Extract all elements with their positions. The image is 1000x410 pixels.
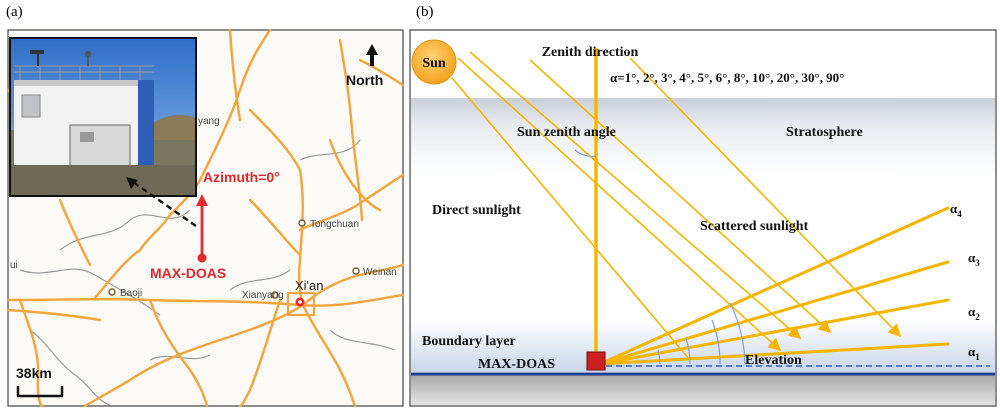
city-yang: yang [198, 116, 220, 127]
panel-a-map: Tongchuan Weinan Xianyang Baoji yang ui … [6, 28, 405, 408]
city-ui: ui [10, 260, 18, 271]
map-boundaries [19, 139, 396, 406]
city-xianyang: Xianyang [242, 290, 284, 301]
maxdoas-label-a: MAX-DOAS [150, 265, 226, 281]
alpha-list-label: α=1°, 2°, 3°, 4°, 5°, 6°, 8°, 10°, 20°, … [610, 70, 844, 85]
maxdoas-site-dot [197, 253, 207, 263]
scale-bar [16, 386, 64, 398]
stratosphere-label: Stratosphere [786, 125, 863, 140]
scattered-rays [598, 206, 950, 366]
city-xian: Xi'an [295, 278, 324, 293]
scale-label: 38km [16, 365, 52, 381]
panel-b-label: (b) [416, 4, 434, 20]
elevation-label: Elevation [745, 353, 802, 368]
city-markers [108, 219, 360, 299]
zenith-direction-label: Zenith direction [542, 45, 639, 60]
ground [411, 374, 995, 405]
photo-pointer-arrow [129, 179, 197, 227]
sun-zenith-angle-label: Sun zenith angle [517, 125, 616, 140]
north-label: North [346, 72, 383, 88]
elevation-arcs [574, 149, 746, 365]
scattered-sunlight-label: Scattered sunlight [700, 219, 809, 234]
direct-sunlight-label: Direct sunlight [432, 203, 521, 218]
alpha-2-label: α2 [968, 304, 980, 322]
north-arrow-icon [366, 44, 378, 66]
alpha-1-label: α1 [968, 344, 980, 362]
azimuth-label: Azimuth=0° [203, 169, 280, 185]
alpha-4-label: α4 [950, 201, 962, 219]
panel-a-label: (a) [6, 4, 23, 20]
maxdoas-label-b: MAX-DOAS [478, 357, 555, 372]
city-baoji: Baoji [120, 288, 142, 299]
stratosphere-layer [411, 98, 995, 176]
boundary-layer-label: Boundary layer [422, 334, 516, 349]
city-weinan: Weinan [363, 267, 397, 278]
xian-ring-road [286, 291, 316, 317]
alpha-3-label: α3 [968, 250, 980, 268]
sun-icon [411, 39, 457, 85]
panel-b-diagram: Sun Zenith direction α=1°, 2°, 3°, 4°, 5… [409, 29, 997, 407]
sun-label: Sun [422, 56, 446, 71]
maxdoas-instrument [586, 351, 606, 371]
city-tongchuan: Tongchuan [310, 219, 359, 230]
inset-photo [9, 37, 197, 197]
